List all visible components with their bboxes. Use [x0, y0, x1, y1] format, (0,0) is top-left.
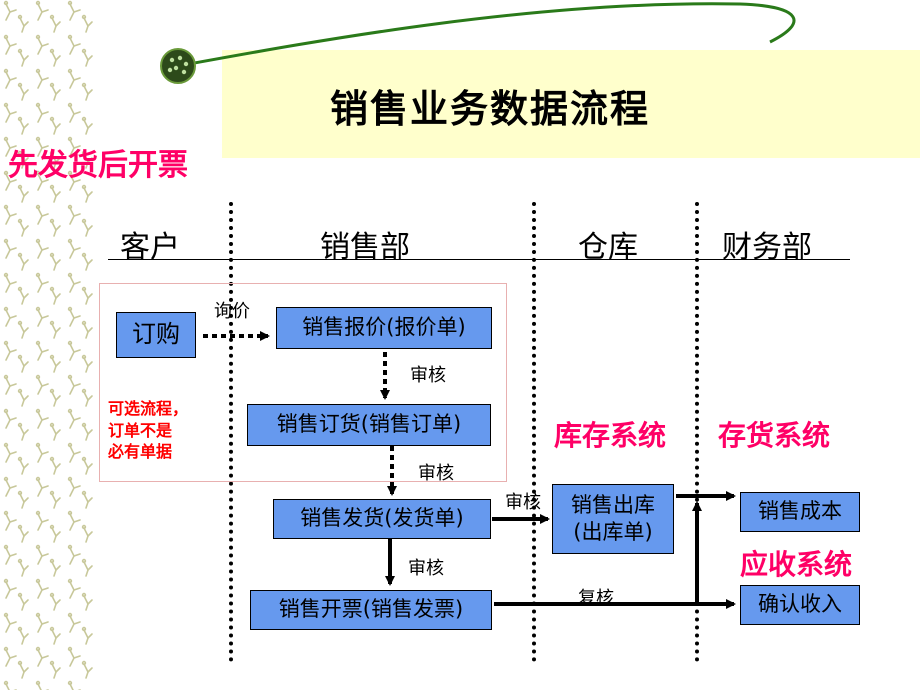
node-sales-order: 销售订货(销售订单) [247, 404, 491, 446]
node-label: 订购 [132, 320, 180, 349]
node-label: 销售出库 [571, 492, 655, 517]
diagram-title: 销售业务数据流程 [330, 87, 651, 131]
node-revenue: 确认收入 [740, 585, 860, 625]
system-label-inventory: 库存系统 [554, 419, 667, 452]
node-label: 销售订货(销售订单) [276, 412, 462, 437]
system-label-receivable: 应收系统 [740, 548, 853, 581]
node-label: 销售报价(报价单) [302, 315, 466, 340]
optional-note-line: 必有单据 [108, 442, 173, 462]
node-quote: 销售报价(报价单) [276, 307, 492, 349]
node-invoice: 销售开票(销售发票) [250, 590, 492, 630]
optional-note-line: 订单不是 [108, 420, 173, 440]
node-shipment: 销售发货(发货单) [273, 499, 491, 539]
edge-label-review: 审核 [408, 558, 444, 579]
node-order: 订购 [116, 312, 196, 358]
lane-header-rule [108, 259, 850, 260]
optional-process-note: 可选流程， 订单不是 必有单据 [108, 398, 188, 463]
edge-label-review: 审核 [410, 365, 446, 386]
node-label: 销售成本 [758, 499, 842, 524]
decorative-pattern [0, 0, 95, 690]
edge-label-inquiry: 询价 [214, 301, 250, 322]
diagram-subtitle: 先发货后开票 [8, 148, 188, 183]
node-label: 销售开票(销售发票) [278, 597, 464, 622]
edge-label-recheck: 复核 [578, 588, 614, 609]
node-label: (出库单) [573, 520, 653, 544]
optional-process-region [99, 283, 507, 482]
node-outbound: 销售出库 (出库单) [552, 484, 674, 554]
optional-note-line: 可选流程， [108, 399, 189, 418]
lane-separator [532, 202, 536, 662]
system-label-stock: 存货系统 [718, 419, 831, 452]
node-cost: 销售成本 [740, 492, 860, 532]
title-band [222, 50, 920, 158]
node-label: 销售发货(发货单) [300, 506, 464, 531]
lane-separator [229, 202, 233, 662]
edge-label-review: 审核 [418, 463, 454, 484]
edge-label-review: 审核 [505, 492, 541, 513]
node-label: 确认收入 [758, 592, 842, 617]
lane-separator [695, 202, 699, 662]
